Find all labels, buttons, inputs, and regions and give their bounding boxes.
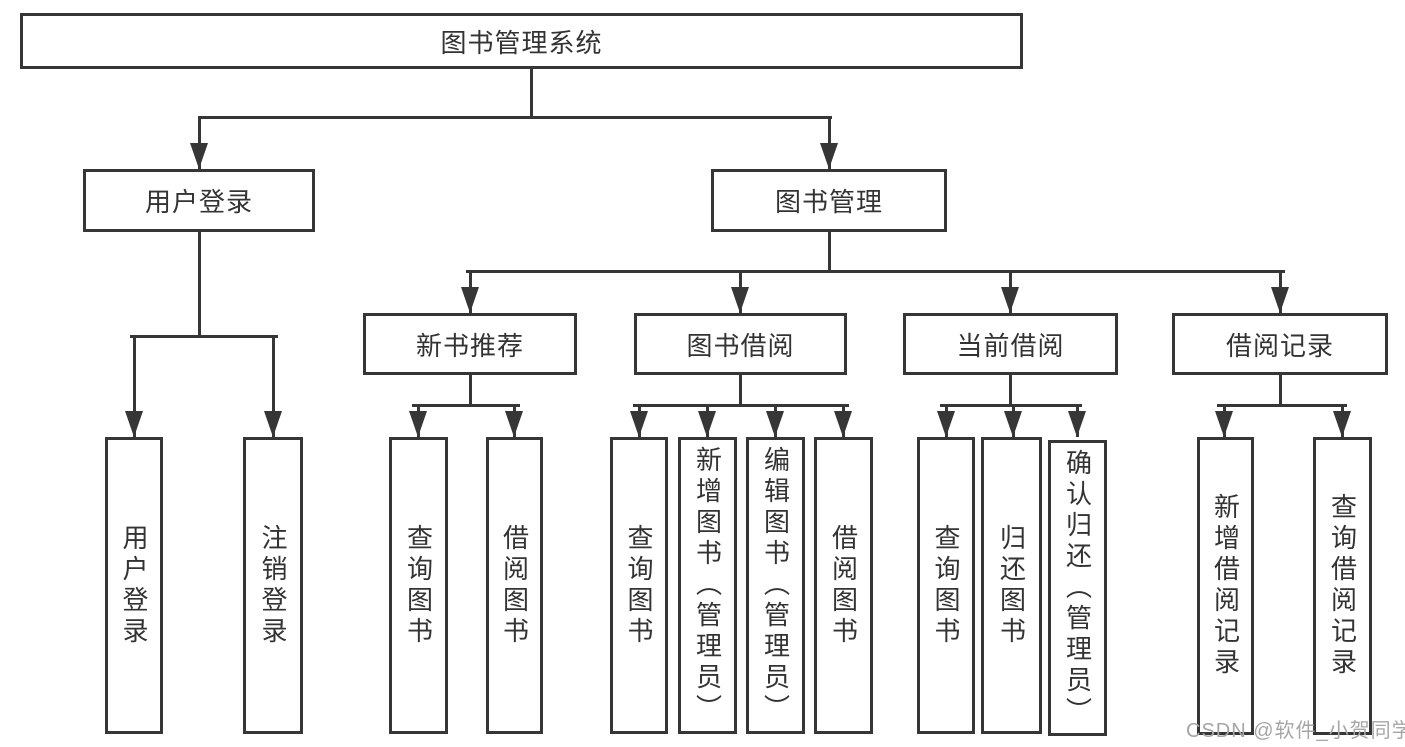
node-borrowing-records: 借阅记录 <box>1172 313 1388 375</box>
leaf-label: 注销登录 <box>258 523 288 648</box>
leaf-bb-borrow-books: 借阅图书 <box>814 437 873 734</box>
arrowhead-icon <box>190 143 208 169</box>
arrowhead-icon <box>937 411 955 437</box>
connector-book-mgmt-stem <box>827 232 831 271</box>
connector-new-book-stem <box>468 375 472 405</box>
csdn-watermark: CSDN @软件_小贺同学 <box>1186 720 1405 742</box>
node-current-borrowing: 当前借阅 <box>903 313 1118 375</box>
connector-to-leaf-logout <box>271 336 275 437</box>
node-book-borrowing: 图书借阅 <box>634 313 847 375</box>
leaf-user-login: 用户登录 <box>105 437 163 734</box>
leaf-label: 新增借阅记录 <box>1210 493 1241 679</box>
connector-book-borrow-split <box>633 403 849 407</box>
leaf-cb-return-books: 归还图书 <box>981 437 1042 734</box>
arrowhead-icon <box>1333 411 1351 437</box>
leaf-label: 确认归还（管理员） <box>1062 448 1093 728</box>
connector-book-borrow-stem <box>738 375 742 405</box>
leaf-bb-add-books-admin: 新增图书（管理员） <box>678 437 737 734</box>
arrowhead-icon <box>1001 287 1019 313</box>
arrowhead-icon <box>1215 411 1233 437</box>
leaf-logout-login: 注销登录 <box>243 437 303 734</box>
connector-user-login-stem <box>197 232 201 336</box>
node-new-book-recommend: 新书推荐 <box>363 313 577 375</box>
arrowhead-icon <box>1271 287 1289 313</box>
leaf-label: 查询借阅记录 <box>1327 493 1358 679</box>
node-label: 图书管理 <box>774 187 883 217</box>
arrowhead-icon <box>125 411 143 437</box>
leaf-label: 借阅图书 <box>828 523 859 648</box>
node-label: 借阅记录 <box>1225 330 1334 361</box>
leaf-cb-confirm-return-admin: 确认归还（管理员） <box>1048 440 1107 736</box>
leaf-label: 用户登录 <box>119 523 149 648</box>
arrowhead-icon <box>766 411 784 437</box>
leaf-bb-edit-books-admin: 编辑图书（管理员） <box>746 437 805 734</box>
node-label: 用户登录 <box>144 187 253 217</box>
arrowhead-icon <box>834 411 852 437</box>
arrowhead-icon <box>264 411 282 437</box>
connector-borrow-records-stem <box>1278 375 1282 405</box>
connector-borrow-records-split <box>1217 403 1347 407</box>
connector-current-borrow-stem <box>1008 375 1012 405</box>
arrowhead-icon <box>731 287 749 313</box>
leaf-label: 归还图书 <box>996 523 1027 648</box>
connector-new-book-split <box>412 403 520 407</box>
arrowhead-icon <box>409 411 427 437</box>
node-label: 图书管理系统 <box>440 27 603 58</box>
connector-root-stem <box>529 69 533 118</box>
connector-current-borrow-split <box>940 403 1082 407</box>
leaf-label: 编辑图书（管理员） <box>760 446 791 725</box>
leaf-label: 查询图书 <box>624 523 654 648</box>
node-label: 当前借阅 <box>956 330 1065 361</box>
leaf-label: 查询图书 <box>931 523 961 648</box>
connector-root-split <box>197 115 832 119</box>
connector-to-leaf-user-login <box>132 336 136 437</box>
arrowhead-icon <box>505 411 523 437</box>
leaf-nb-query-books: 查询图书 <box>389 437 448 734</box>
arrowhead-icon <box>1004 411 1022 437</box>
leaf-br-query-borrow-record: 查询借阅记录 <box>1313 437 1372 735</box>
connector-book-mgmt-split <box>465 269 1285 273</box>
arrowhead-icon <box>820 143 838 169</box>
leaf-cb-query-books: 查询图书 <box>917 437 975 734</box>
leaf-label: 查询图书 <box>403 523 434 648</box>
leaf-label: 新增图书（管理员） <box>692 446 723 725</box>
leaf-bb-query-books: 查询图书 <box>610 437 668 734</box>
arrowhead-icon <box>461 287 479 313</box>
leaf-label: 借阅图书 <box>499 523 530 648</box>
leaf-nb-borrow-books: 借阅图书 <box>486 437 543 734</box>
arrowhead-icon <box>1068 411 1086 437</box>
connector-user-login-split <box>129 334 278 338</box>
leaf-br-add-borrow-record: 新增借阅记录 <box>1197 437 1254 735</box>
node-user-login: 用户登录 <box>83 169 315 232</box>
arrowhead-icon <box>698 411 716 437</box>
node-book-management: 图书管理 <box>711 169 947 232</box>
node-library-management-system: 图书管理系统 <box>20 13 1023 69</box>
arrowhead-icon <box>630 411 648 437</box>
node-label: 新书推荐 <box>415 330 524 361</box>
node-label: 图书借阅 <box>686 330 795 361</box>
